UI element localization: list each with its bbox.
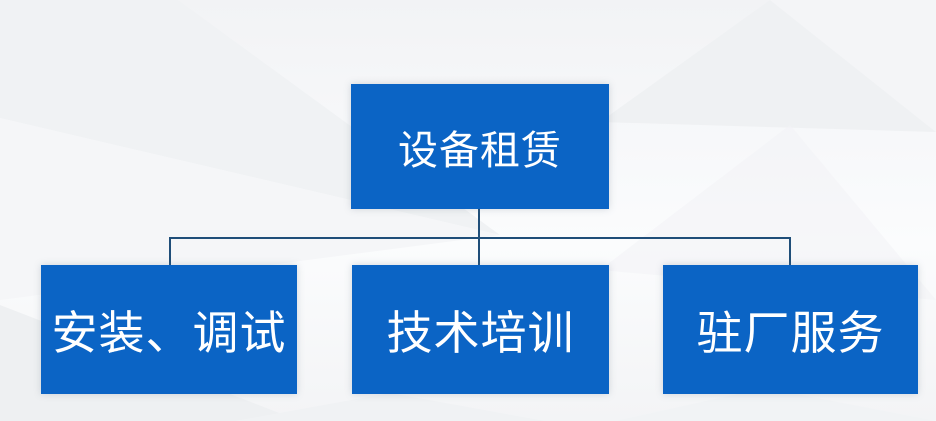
connector-drop-left xyxy=(169,238,171,265)
child-node-installation-debugging: 安装、调试 xyxy=(41,265,297,394)
connector-root-stem xyxy=(478,209,480,238)
child-node-label: 安装、调试 xyxy=(51,307,287,359)
connector-horizontal-bar xyxy=(169,237,791,239)
child-node-technical-training: 技术培训 xyxy=(352,265,609,394)
child-node-label: 技术培训 xyxy=(386,307,575,359)
child-node-label: 驻厂服务 xyxy=(696,307,885,359)
root-node-equipment-rental: 设备租赁 xyxy=(351,84,609,209)
child-node-resident-service: 驻厂服务 xyxy=(663,265,918,394)
connector-drop-center xyxy=(478,238,480,265)
root-node-label: 设备租赁 xyxy=(398,127,562,173)
connector-drop-right xyxy=(789,238,791,265)
